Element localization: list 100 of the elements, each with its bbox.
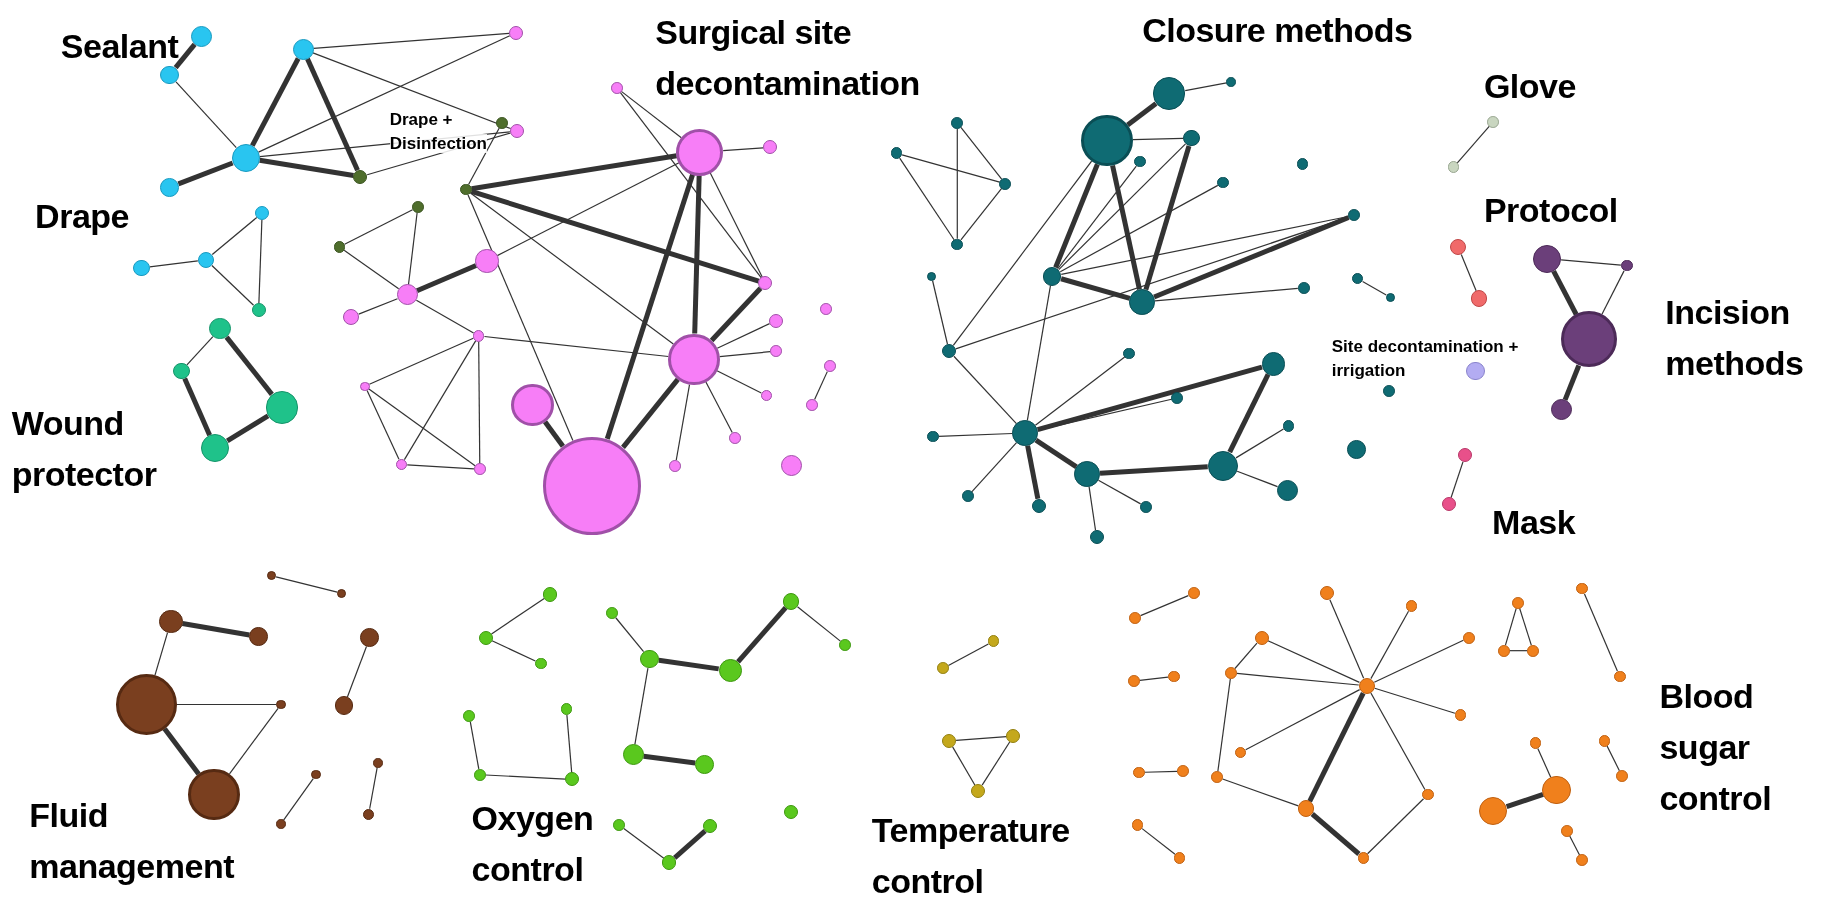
network-link bbox=[1562, 364, 1582, 401]
network-link bbox=[485, 774, 566, 780]
network-node bbox=[342, 308, 360, 326]
network-link bbox=[604, 173, 695, 440]
network-link bbox=[1132, 137, 1184, 141]
network-node bbox=[565, 772, 580, 787]
network-node bbox=[459, 183, 472, 196]
network-link bbox=[1217, 678, 1231, 772]
network-link bbox=[1099, 464, 1208, 476]
network-node bbox=[1173, 851, 1186, 864]
network-link bbox=[722, 147, 764, 152]
network-node bbox=[1576, 582, 1589, 595]
network-node bbox=[190, 25, 212, 47]
network-node bbox=[640, 649, 659, 669]
network-node bbox=[942, 733, 957, 748]
network-node bbox=[496, 117, 508, 129]
network-link bbox=[1329, 599, 1365, 679]
network-node bbox=[1576, 854, 1589, 866]
network-link bbox=[1234, 642, 1258, 670]
network-node bbox=[1421, 788, 1434, 801]
network-link bbox=[566, 714, 573, 773]
network-link bbox=[186, 336, 214, 366]
network-link bbox=[1057, 165, 1137, 270]
network-link bbox=[1551, 269, 1579, 316]
network-node bbox=[606, 607, 618, 620]
network-node bbox=[806, 399, 818, 411]
network-link bbox=[175, 81, 237, 149]
network-node bbox=[926, 430, 939, 443]
network-link bbox=[692, 175, 702, 334]
network-link bbox=[705, 381, 733, 434]
network-node bbox=[758, 276, 773, 291]
network-node bbox=[160, 177, 180, 197]
network-node bbox=[1296, 158, 1309, 170]
network-node bbox=[1383, 385, 1395, 397]
network-node bbox=[265, 390, 299, 424]
network-link bbox=[478, 341, 481, 465]
network-node bbox=[1081, 114, 1133, 167]
network-node bbox=[1032, 498, 1047, 513]
network-node bbox=[780, 455, 802, 477]
network-link bbox=[623, 827, 665, 859]
network-link bbox=[228, 707, 279, 775]
network-link bbox=[634, 667, 649, 746]
network-node bbox=[610, 81, 623, 94]
network-link bbox=[1374, 687, 1456, 714]
cluster-label: Surgical site decontamination bbox=[655, 12, 921, 104]
network-node bbox=[188, 768, 240, 821]
network-node bbox=[201, 434, 230, 463]
cluster-label: Wound protector bbox=[11, 402, 158, 495]
network-link bbox=[1450, 461, 1464, 499]
network-link bbox=[407, 212, 418, 286]
network-node bbox=[1134, 155, 1146, 168]
cluster-label: Sealant bbox=[60, 26, 180, 68]
network-node bbox=[1234, 746, 1247, 759]
network-node bbox=[1152, 77, 1186, 110]
network-node bbox=[362, 808, 375, 821]
network-node bbox=[133, 259, 150, 277]
network-link bbox=[181, 620, 250, 638]
network-node bbox=[1123, 347, 1136, 360]
network-link bbox=[1236, 470, 1279, 488]
network-link bbox=[1373, 639, 1464, 683]
cluster-label: Drape bbox=[35, 195, 130, 237]
network-link bbox=[543, 420, 565, 448]
network-link bbox=[1088, 486, 1097, 531]
network-link bbox=[368, 388, 476, 467]
network-node bbox=[473, 768, 486, 781]
network-node bbox=[1533, 244, 1562, 273]
network-link bbox=[1184, 82, 1228, 92]
network-link bbox=[1139, 595, 1189, 617]
network-node bbox=[1074, 461, 1101, 487]
network-link bbox=[1058, 143, 1187, 271]
network-node bbox=[1441, 497, 1456, 512]
network-link bbox=[176, 703, 277, 706]
network-node bbox=[478, 630, 493, 645]
network-link bbox=[960, 187, 1003, 241]
network-node bbox=[1211, 771, 1223, 783]
network-link bbox=[932, 280, 949, 345]
network-link bbox=[346, 645, 368, 698]
network-node bbox=[703, 819, 718, 834]
network-link bbox=[709, 172, 763, 278]
network-node bbox=[173, 362, 190, 380]
network-link bbox=[469, 721, 480, 770]
network-link bbox=[1235, 428, 1285, 459]
network-link bbox=[899, 157, 955, 241]
network-node bbox=[1129, 289, 1156, 315]
network-link bbox=[1537, 747, 1552, 778]
network-link bbox=[358, 298, 399, 315]
network-node bbox=[971, 784, 986, 799]
network-link bbox=[182, 377, 212, 437]
network-node bbox=[251, 303, 266, 318]
network-node bbox=[1620, 259, 1633, 272]
network-node bbox=[1405, 600, 1418, 613]
network-node bbox=[942, 344, 957, 359]
network-node bbox=[1454, 709, 1467, 721]
network-link bbox=[211, 216, 258, 256]
network-node bbox=[463, 710, 476, 723]
network-link bbox=[796, 606, 841, 642]
network-node bbox=[209, 318, 231, 340]
network-node bbox=[1385, 292, 1395, 302]
network-link bbox=[1222, 778, 1299, 807]
network-link bbox=[1034, 356, 1126, 426]
